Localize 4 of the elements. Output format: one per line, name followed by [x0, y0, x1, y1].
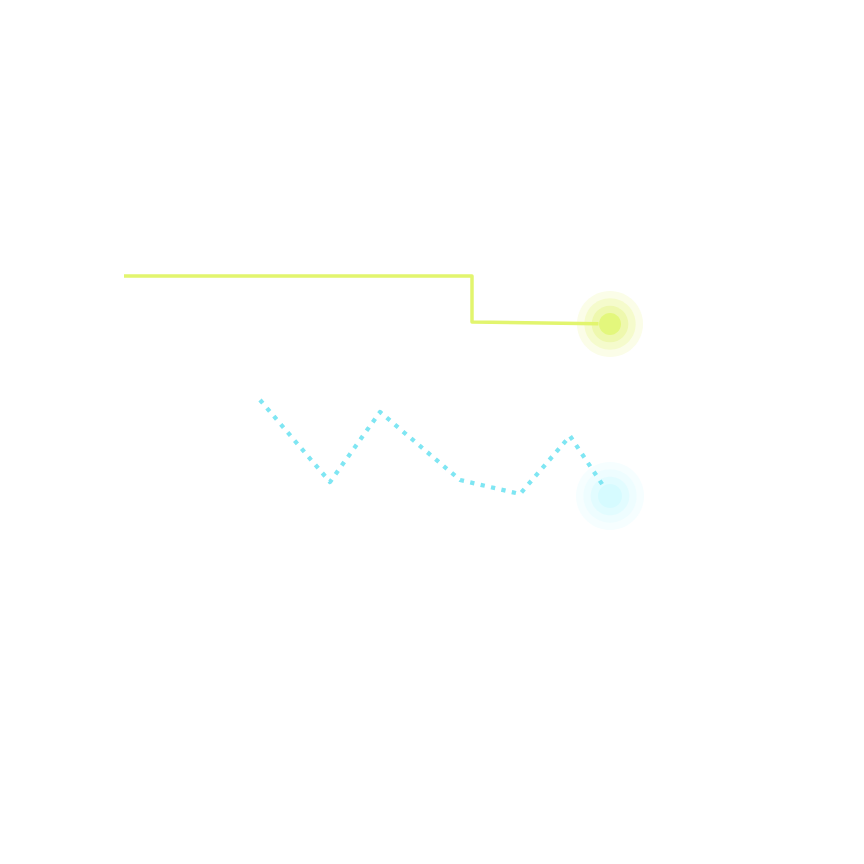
glowing-dot [576, 462, 644, 530]
dotted-line [258, 398, 605, 497]
line [124, 274, 599, 326]
glowing-dot [577, 291, 643, 357]
